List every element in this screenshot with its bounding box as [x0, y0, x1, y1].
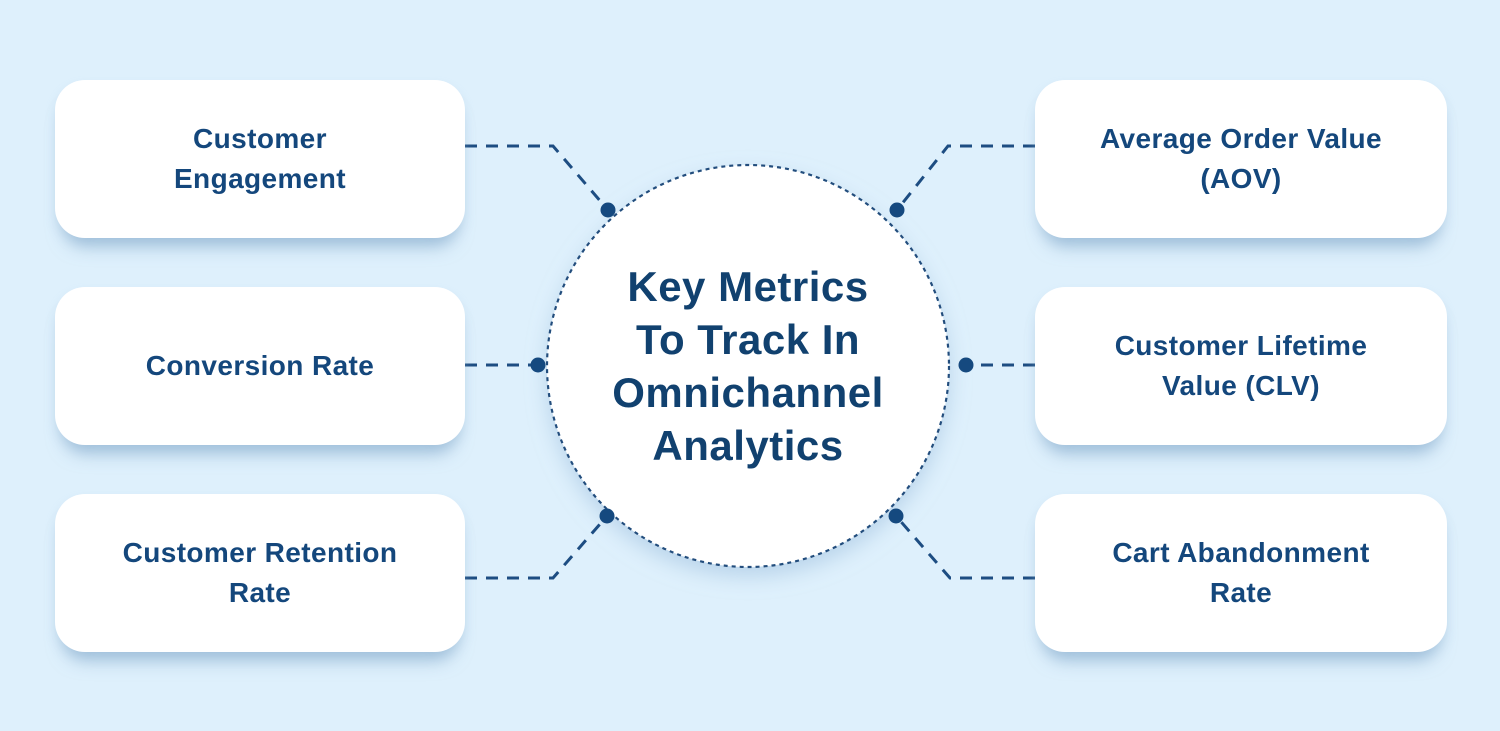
metric-card-conversion-rate: Conversion Rate	[55, 287, 465, 445]
connector-dot	[530, 357, 546, 373]
metric-card-customer-lifetime-value: Customer Lifetime Value (CLV)	[1035, 287, 1447, 445]
metric-label-line: Customer Lifetime	[1114, 330, 1368, 361]
metric-card-customer-engagement: Customer Engagement	[55, 80, 465, 238]
metric-label-line: Rate	[1209, 577, 1273, 608]
metric-label-line: (AOV)	[1200, 163, 1282, 194]
metric-label-line: Cart Abandonment	[1112, 537, 1370, 568]
diagram-title-line: To Track In	[635, 316, 861, 363]
metric-label-line: Conversion Rate	[145, 350, 375, 381]
metric-label-line: Value (CLV)	[1162, 370, 1320, 401]
metric-card-average-order-value: Average Order Value (AOV)	[1035, 80, 1447, 238]
metric-label-line: Engagement	[173, 163, 347, 194]
diagram-title-line: Omnichannel	[612, 369, 884, 416]
diagram-title: Key Metrics To Track In Omnichannel Anal…	[546, 164, 950, 568]
metric-card-cart-abandonment-rate: Cart Abandonment Rate	[1035, 494, 1447, 652]
diagram-title-line: Key Metrics	[627, 263, 869, 310]
metric-label-line: Rate	[228, 577, 292, 608]
metric-label-line: Customer Retention	[122, 537, 398, 568]
diagram-title-line: Analytics	[652, 422, 844, 469]
connector-dot	[958, 357, 974, 373]
metric-label-line: Customer	[193, 123, 327, 154]
metric-card-customer-retention-rate: Customer Retention Rate	[55, 494, 465, 652]
metric-label-line: Average Order Value	[1099, 123, 1383, 154]
